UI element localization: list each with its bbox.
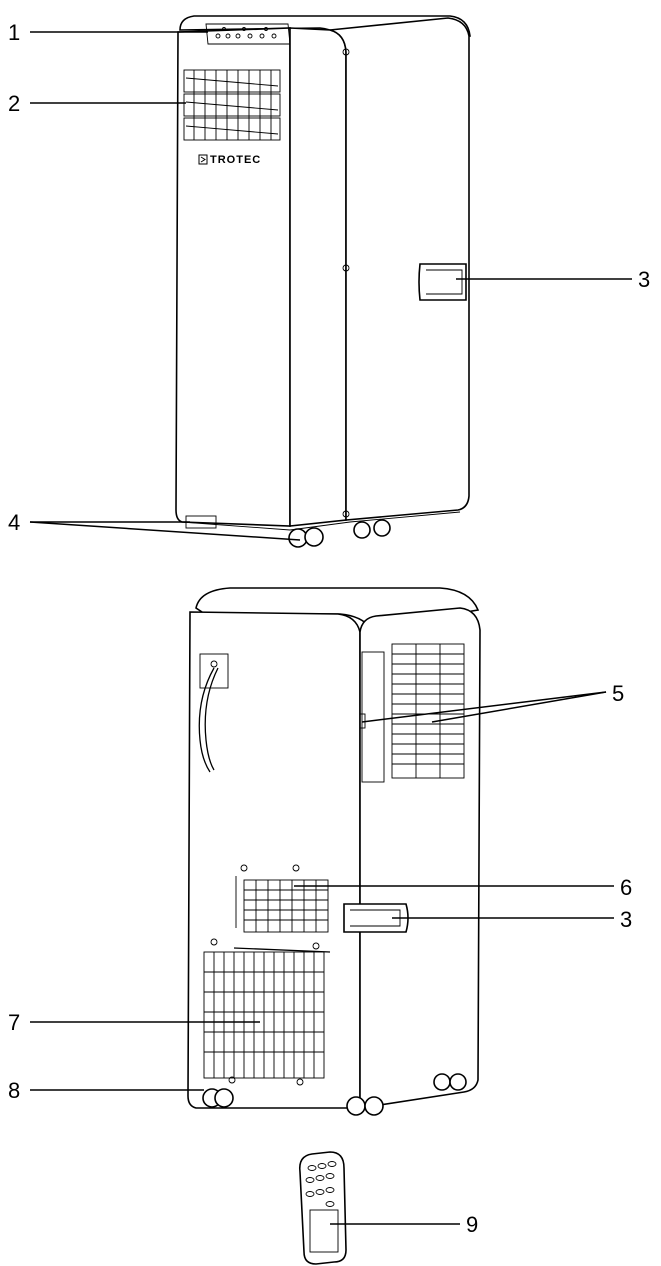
callout-5-label: 5: [612, 681, 624, 706]
front-panel: [175, 27, 291, 527]
brand-logo: TROTEC: [198, 154, 261, 166]
air-outlet-louvres: [183, 69, 281, 141]
lower-air-inlet: [203, 938, 331, 1079]
front-unit: TROTEC: [175, 15, 471, 548]
callout-3-label-rear: 3: [620, 907, 632, 932]
callout-6-label: 6: [620, 875, 632, 900]
side-handle: [418, 263, 467, 301]
rear-unit: [187, 587, 481, 1116]
remote-buttons: [305, 1161, 337, 1207]
callout-2-label: 2: [8, 91, 20, 116]
callout-7-label: 7: [8, 1010, 20, 1035]
remote-control: [298, 1151, 347, 1265]
callout-1-label: 1: [8, 20, 20, 45]
side-panel: [289, 27, 347, 527]
front-castor-wheels: [185, 515, 391, 548]
rear-handle: [343, 903, 409, 933]
front-callouts: 1 2 3 4: [8, 20, 650, 541]
callout-9-label: 9: [466, 1212, 478, 1237]
remote-callouts: 9: [330, 1212, 478, 1237]
rear-side-panel: [359, 607, 481, 1109]
rear-castor-wheels: [202, 1073, 467, 1116]
control-panel: [205, 23, 291, 45]
callout-3-label-front: 3: [638, 267, 650, 292]
upper-air-inlet: [235, 864, 329, 933]
brand-logo-text: TROTEC: [210, 154, 261, 166]
callout-8-label: 8: [8, 1078, 20, 1103]
callout-4-label: 4: [8, 510, 20, 535]
power-cord: [198, 653, 229, 773]
rear-callouts: 5 6 3 7 8: [8, 681, 632, 1103]
